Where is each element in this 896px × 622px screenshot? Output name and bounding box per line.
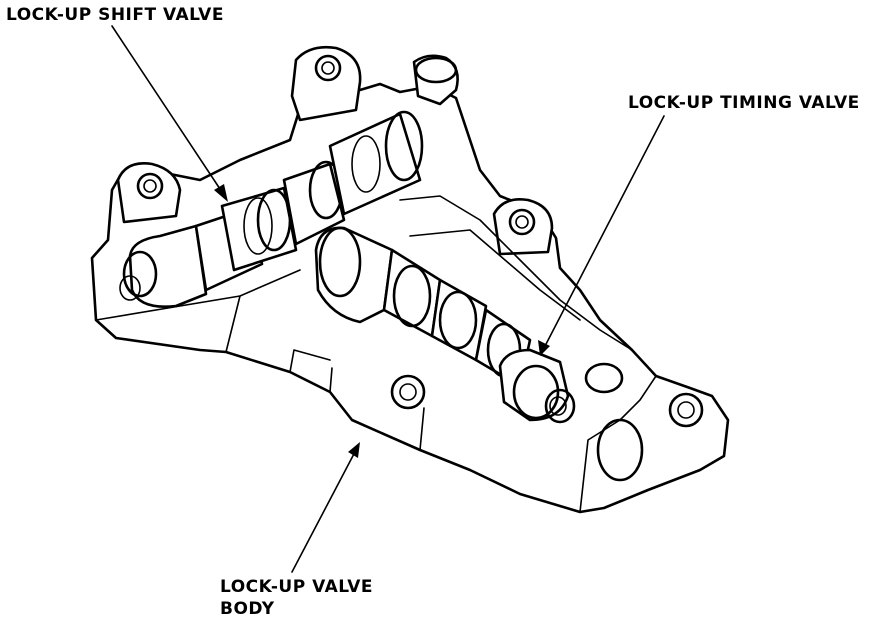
bolt-hole-far-right-inner [677,401,695,419]
bolt-hole-top [314,54,342,82]
bolt-hole-right [508,208,536,236]
mount-boss-top [290,45,362,122]
bolt-hole-right-inner [515,215,529,229]
body-edge-lines [95,269,657,513]
bolt-hole-far-right [668,392,704,428]
bolt-hole-top-inner [321,61,335,75]
lock-up-timing-valve-spool [314,226,576,424]
leader-valve-body [291,442,360,573]
bolt-hole-left-inner [143,179,157,193]
leader-timing-valve [538,115,665,356]
label-body-line2: BODY [220,599,275,619]
port-right-1 [584,362,624,394]
body-edge-lines-2 [399,195,633,351]
lock-up-shift-valve-spool [119,110,424,308]
port-right-2 [596,418,644,482]
label-lock-up-shift-valve: LOCK-UP SHIFT VALVE [6,5,224,25]
bolt-hole-left [136,172,164,200]
bolt-hole-front [390,374,426,410]
label-lock-up-valve-body: LOCK-UP VALVE BODY [220,576,373,620]
boss-top-right-cap [414,56,458,84]
label-body-line1: LOCK-UP VALVE [220,577,374,597]
bolt-hole-front-inner [399,383,417,401]
leader-shift-valve [111,25,228,202]
mount-boss-right [492,198,554,256]
label-lock-up-timing-valve: LOCK-UP TIMING VALVE [628,93,860,113]
